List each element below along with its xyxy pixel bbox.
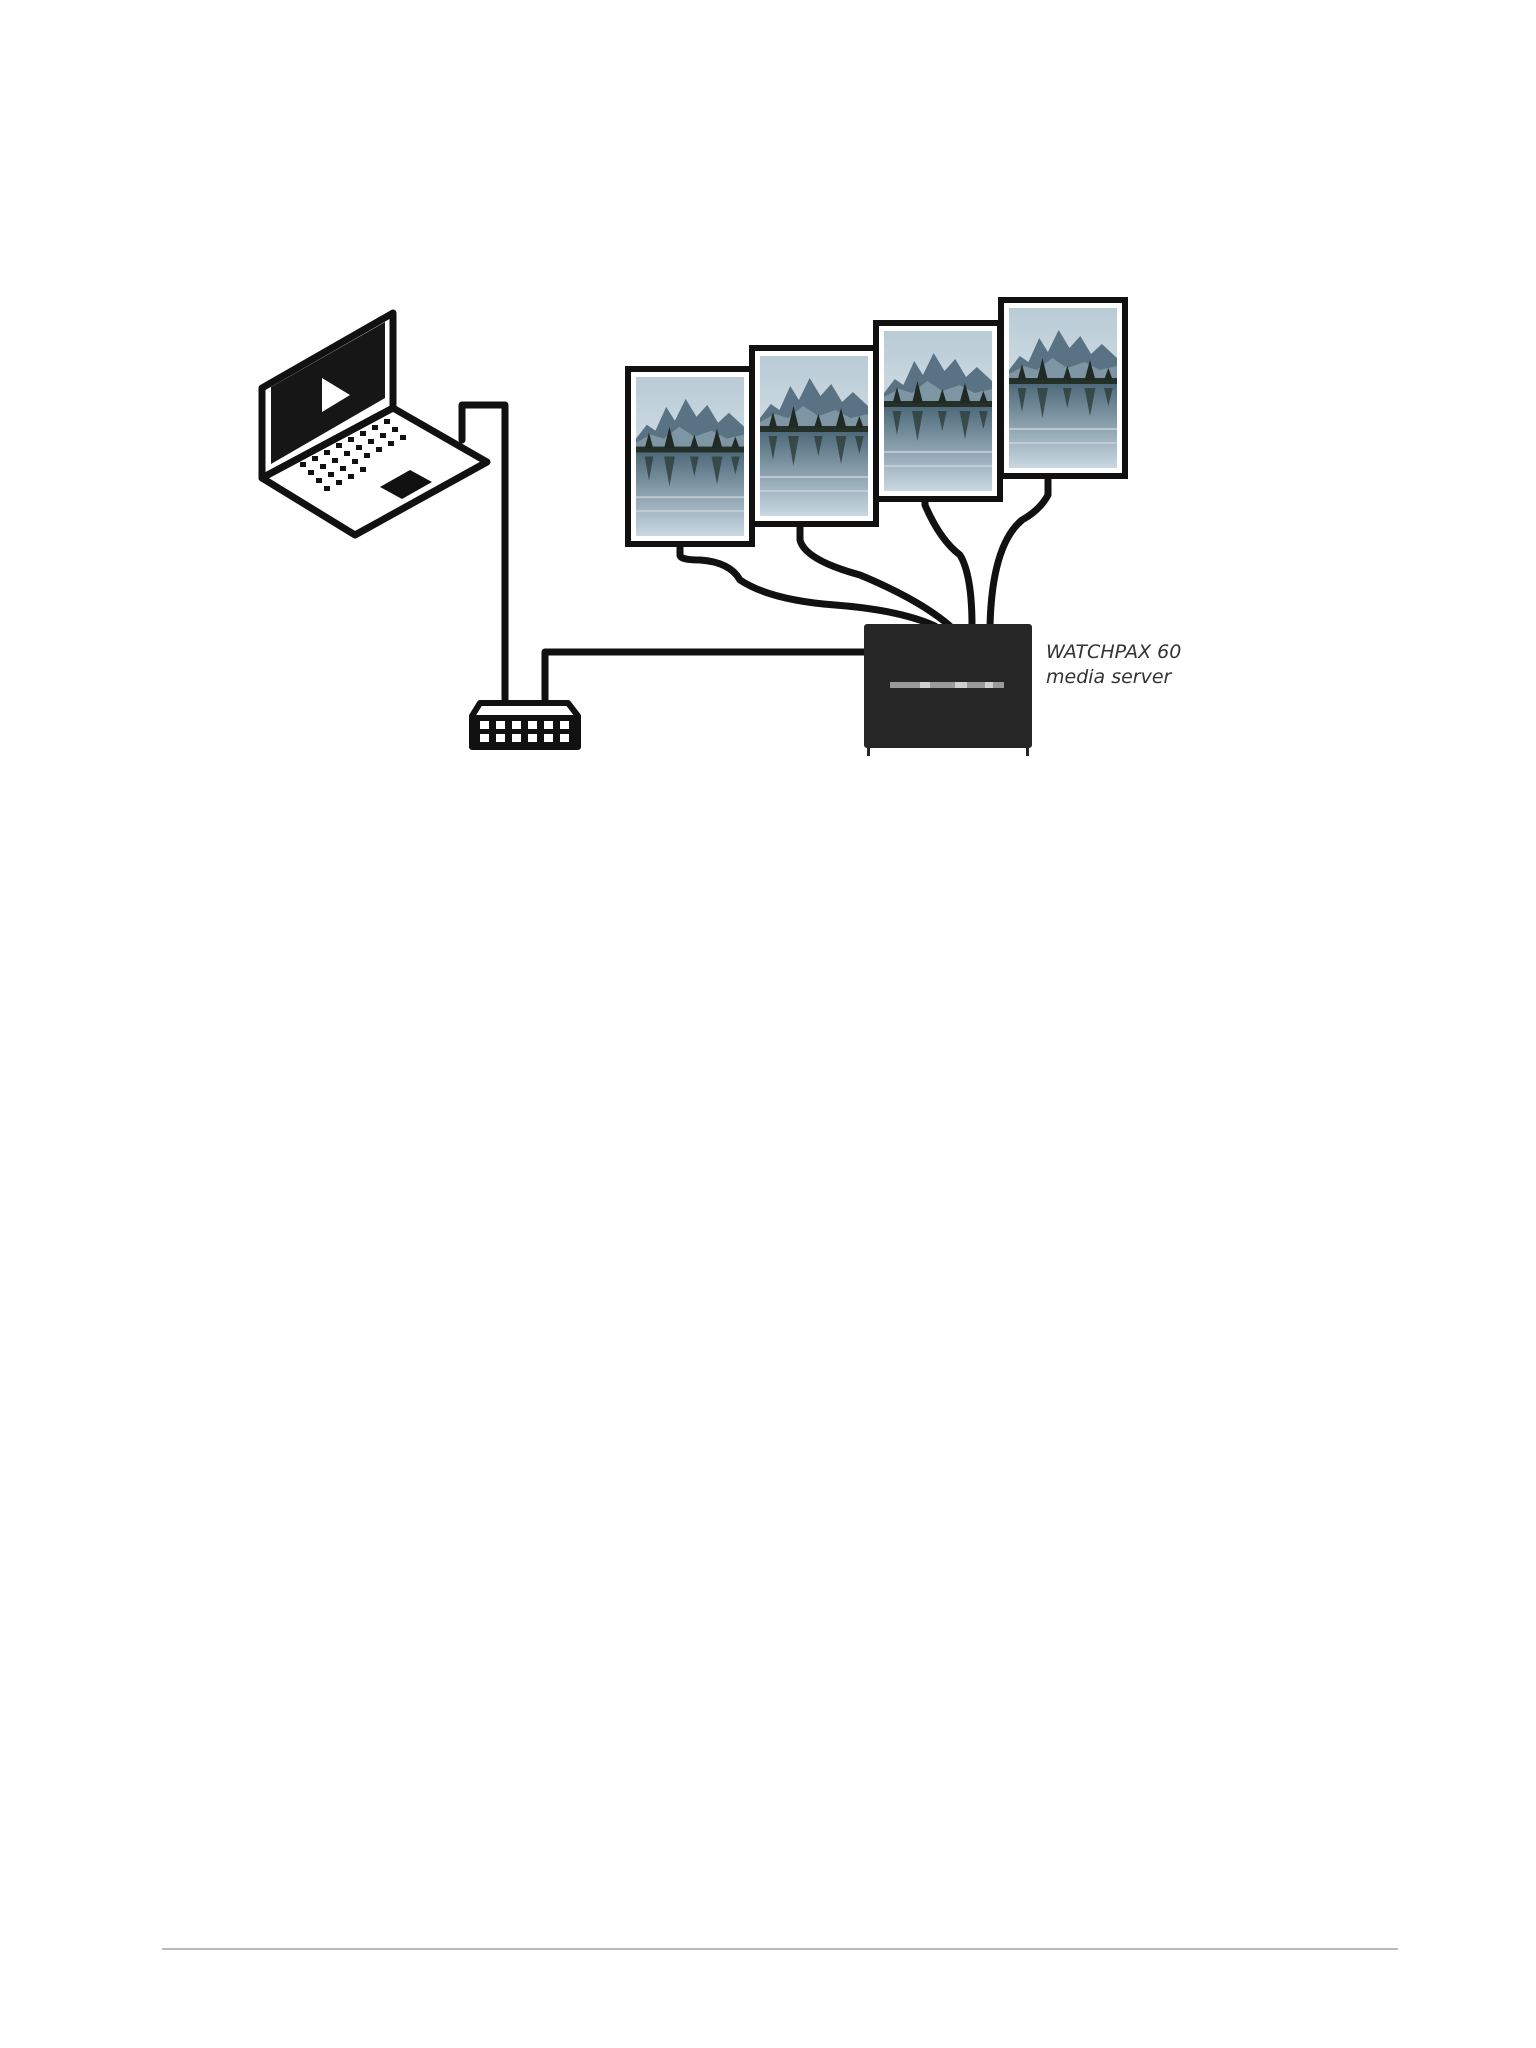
laptop-icon: [262, 313, 487, 535]
cable-display-3-to-server: [925, 495, 972, 626]
media-server-role: media server: [1046, 665, 1181, 690]
footer-divider: [162, 1948, 1398, 1950]
display-4: [1001, 300, 1125, 476]
cable-display-1-to-server: [680, 545, 935, 626]
cable-switch-to-server: [545, 652, 865, 700]
network-switch-icon: [472, 703, 578, 747]
display-1: [628, 369, 752, 544]
media-server-label: WATCHPAX 60 media server: [1046, 640, 1181, 690]
display-3: [876, 323, 1000, 499]
media-server-icon: [864, 624, 1032, 756]
media-server-name: WATCHPAX 60: [1046, 640, 1181, 665]
display-2: [752, 348, 876, 524]
